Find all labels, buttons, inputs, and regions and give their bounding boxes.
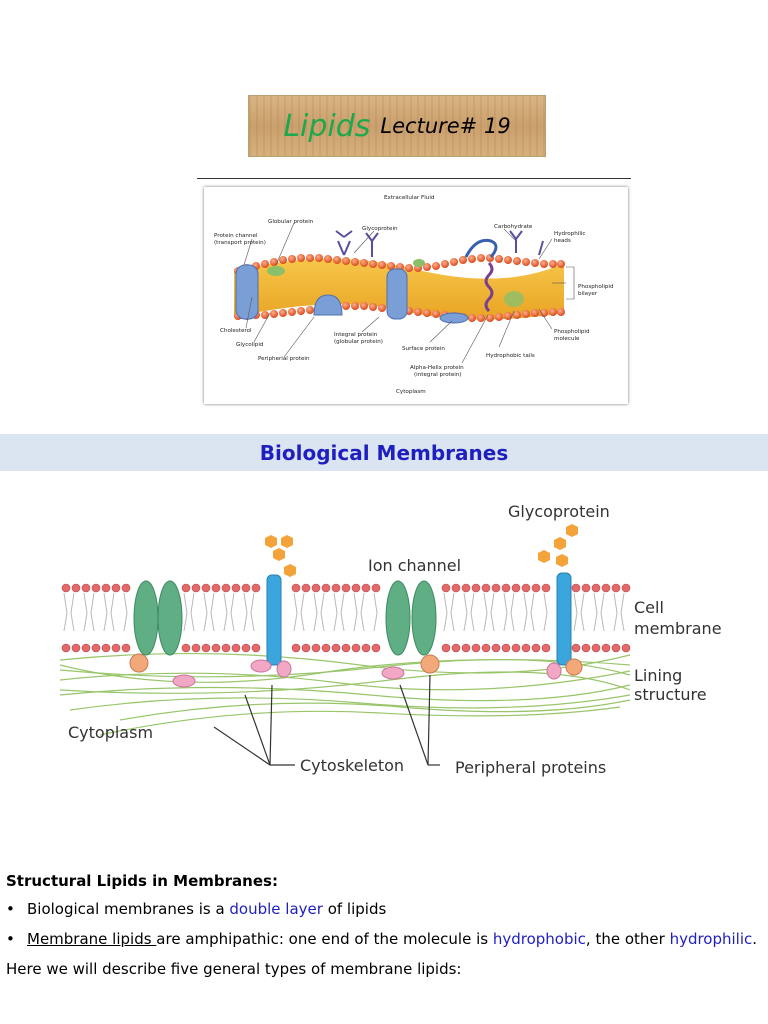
- fig1-label-molecule: Phospholipid: [554, 329, 590, 335]
- fig1-label-molecule-sub: molecule: [554, 336, 580, 342]
- bullet-double-layer: Biological membranes is a double layer o…: [6, 898, 762, 920]
- section-header-bar: Biological Membranes: [0, 434, 768, 471]
- fig2-label-ion-channel: Ion channel: [368, 556, 461, 575]
- fig1-label-alpha: Alpha-Helix protein: [410, 365, 464, 371]
- fig1-label-alpha-sub: (integral protein): [414, 372, 462, 378]
- bullet1-text-end: of lipids: [322, 900, 387, 918]
- fig1-label-channel-sub: (transport protein): [214, 240, 266, 246]
- fig1-label-globular: Globular protein: [268, 219, 314, 225]
- fig1-label-cholesterol: Cholesterol: [220, 328, 252, 334]
- fig1-label-extracellular: Extracellular Fluid: [384, 195, 435, 201]
- structural-lipids-heading: Structural Lipids in Membranes:: [6, 872, 278, 890]
- fig1-label-glycoprotein: Glycoprotein: [362, 226, 398, 232]
- fig2-label-lining: Lining: [634, 666, 682, 685]
- fig1-label-surface: Surface protein: [402, 346, 445, 352]
- fig1-label-integral-sub: (globular protein): [334, 339, 383, 345]
- fig1-label-integral: Integral protein: [334, 332, 378, 338]
- fig2-label-cell: Cell: [634, 598, 664, 617]
- fig2-label-cytoskeleton: Cytoskeleton: [300, 756, 404, 775]
- fig1-label-cytoplasm: Cytoplasm: [396, 389, 426, 395]
- fig2-label-membrane: membrane: [634, 619, 722, 638]
- fig1-label-glycolipid: Glycolipid: [236, 342, 264, 348]
- fig1-label-heads-sub: heads: [554, 238, 571, 244]
- bullet2-hydrophobic: hydrophobic: [492, 930, 586, 948]
- bullet-amphipathic: Membrane lipids are amphipathic: one end…: [6, 928, 762, 950]
- bullet2-underlined: Membrane lipids: [27, 930, 157, 948]
- title-lecture-number: Lecture# 19: [380, 114, 511, 138]
- fig2-label-structure: structure: [634, 685, 707, 704]
- fig1-label-heads: Hydrophilic: [554, 231, 586, 237]
- lecture-title-banner: Lipids Lecture# 19: [248, 95, 546, 157]
- bullet2-text-mid: , the other: [585, 930, 670, 948]
- fig1-label-tails: Hydrophobic tails: [486, 353, 535, 359]
- membrane-diagram-figure: Extracellular Fluid Globular protein Gly…: [204, 187, 628, 404]
- bullet1-text: Biological membranes is a: [27, 900, 230, 918]
- body-text: Structural Lipids in Membranes: Biologic…: [6, 872, 762, 980]
- fig2-label-peripheral: Peripheral proteins: [455, 758, 606, 777]
- bullet2-period: .: [752, 930, 758, 948]
- fig1-label-bilayer: Phospholipid: [578, 284, 614, 290]
- fig2-label-cytoplasm: Cytoplasm: [68, 723, 153, 742]
- fig1-label-carbohydrate: Carbohydrate: [494, 224, 533, 230]
- cell-membrane-illustration: Glycoprotein Ion channel Cell membrane L…: [60, 495, 740, 790]
- fig1-label-bilayer-sub: bilayer: [578, 291, 598, 297]
- fig2-label-glycoprotein: Glycoprotein: [508, 502, 610, 521]
- horizontal-divider: [197, 178, 631, 179]
- section-title: Biological Membranes: [259, 440, 509, 465]
- title-lipids: Lipids: [283, 108, 371, 144]
- bullet2-hydrophilic: hydrophilic: [669, 930, 753, 948]
- bullet2-text: are amphipathic: one end of the molecule…: [156, 930, 493, 948]
- bullet1-highlight: double layer: [229, 900, 323, 918]
- fig1-label-peripheral: Peripherial protein: [258, 356, 310, 362]
- fig1-label-channel: Protein channel: [214, 233, 258, 239]
- five-types-intro: Here we will describe five general types…: [6, 960, 462, 978]
